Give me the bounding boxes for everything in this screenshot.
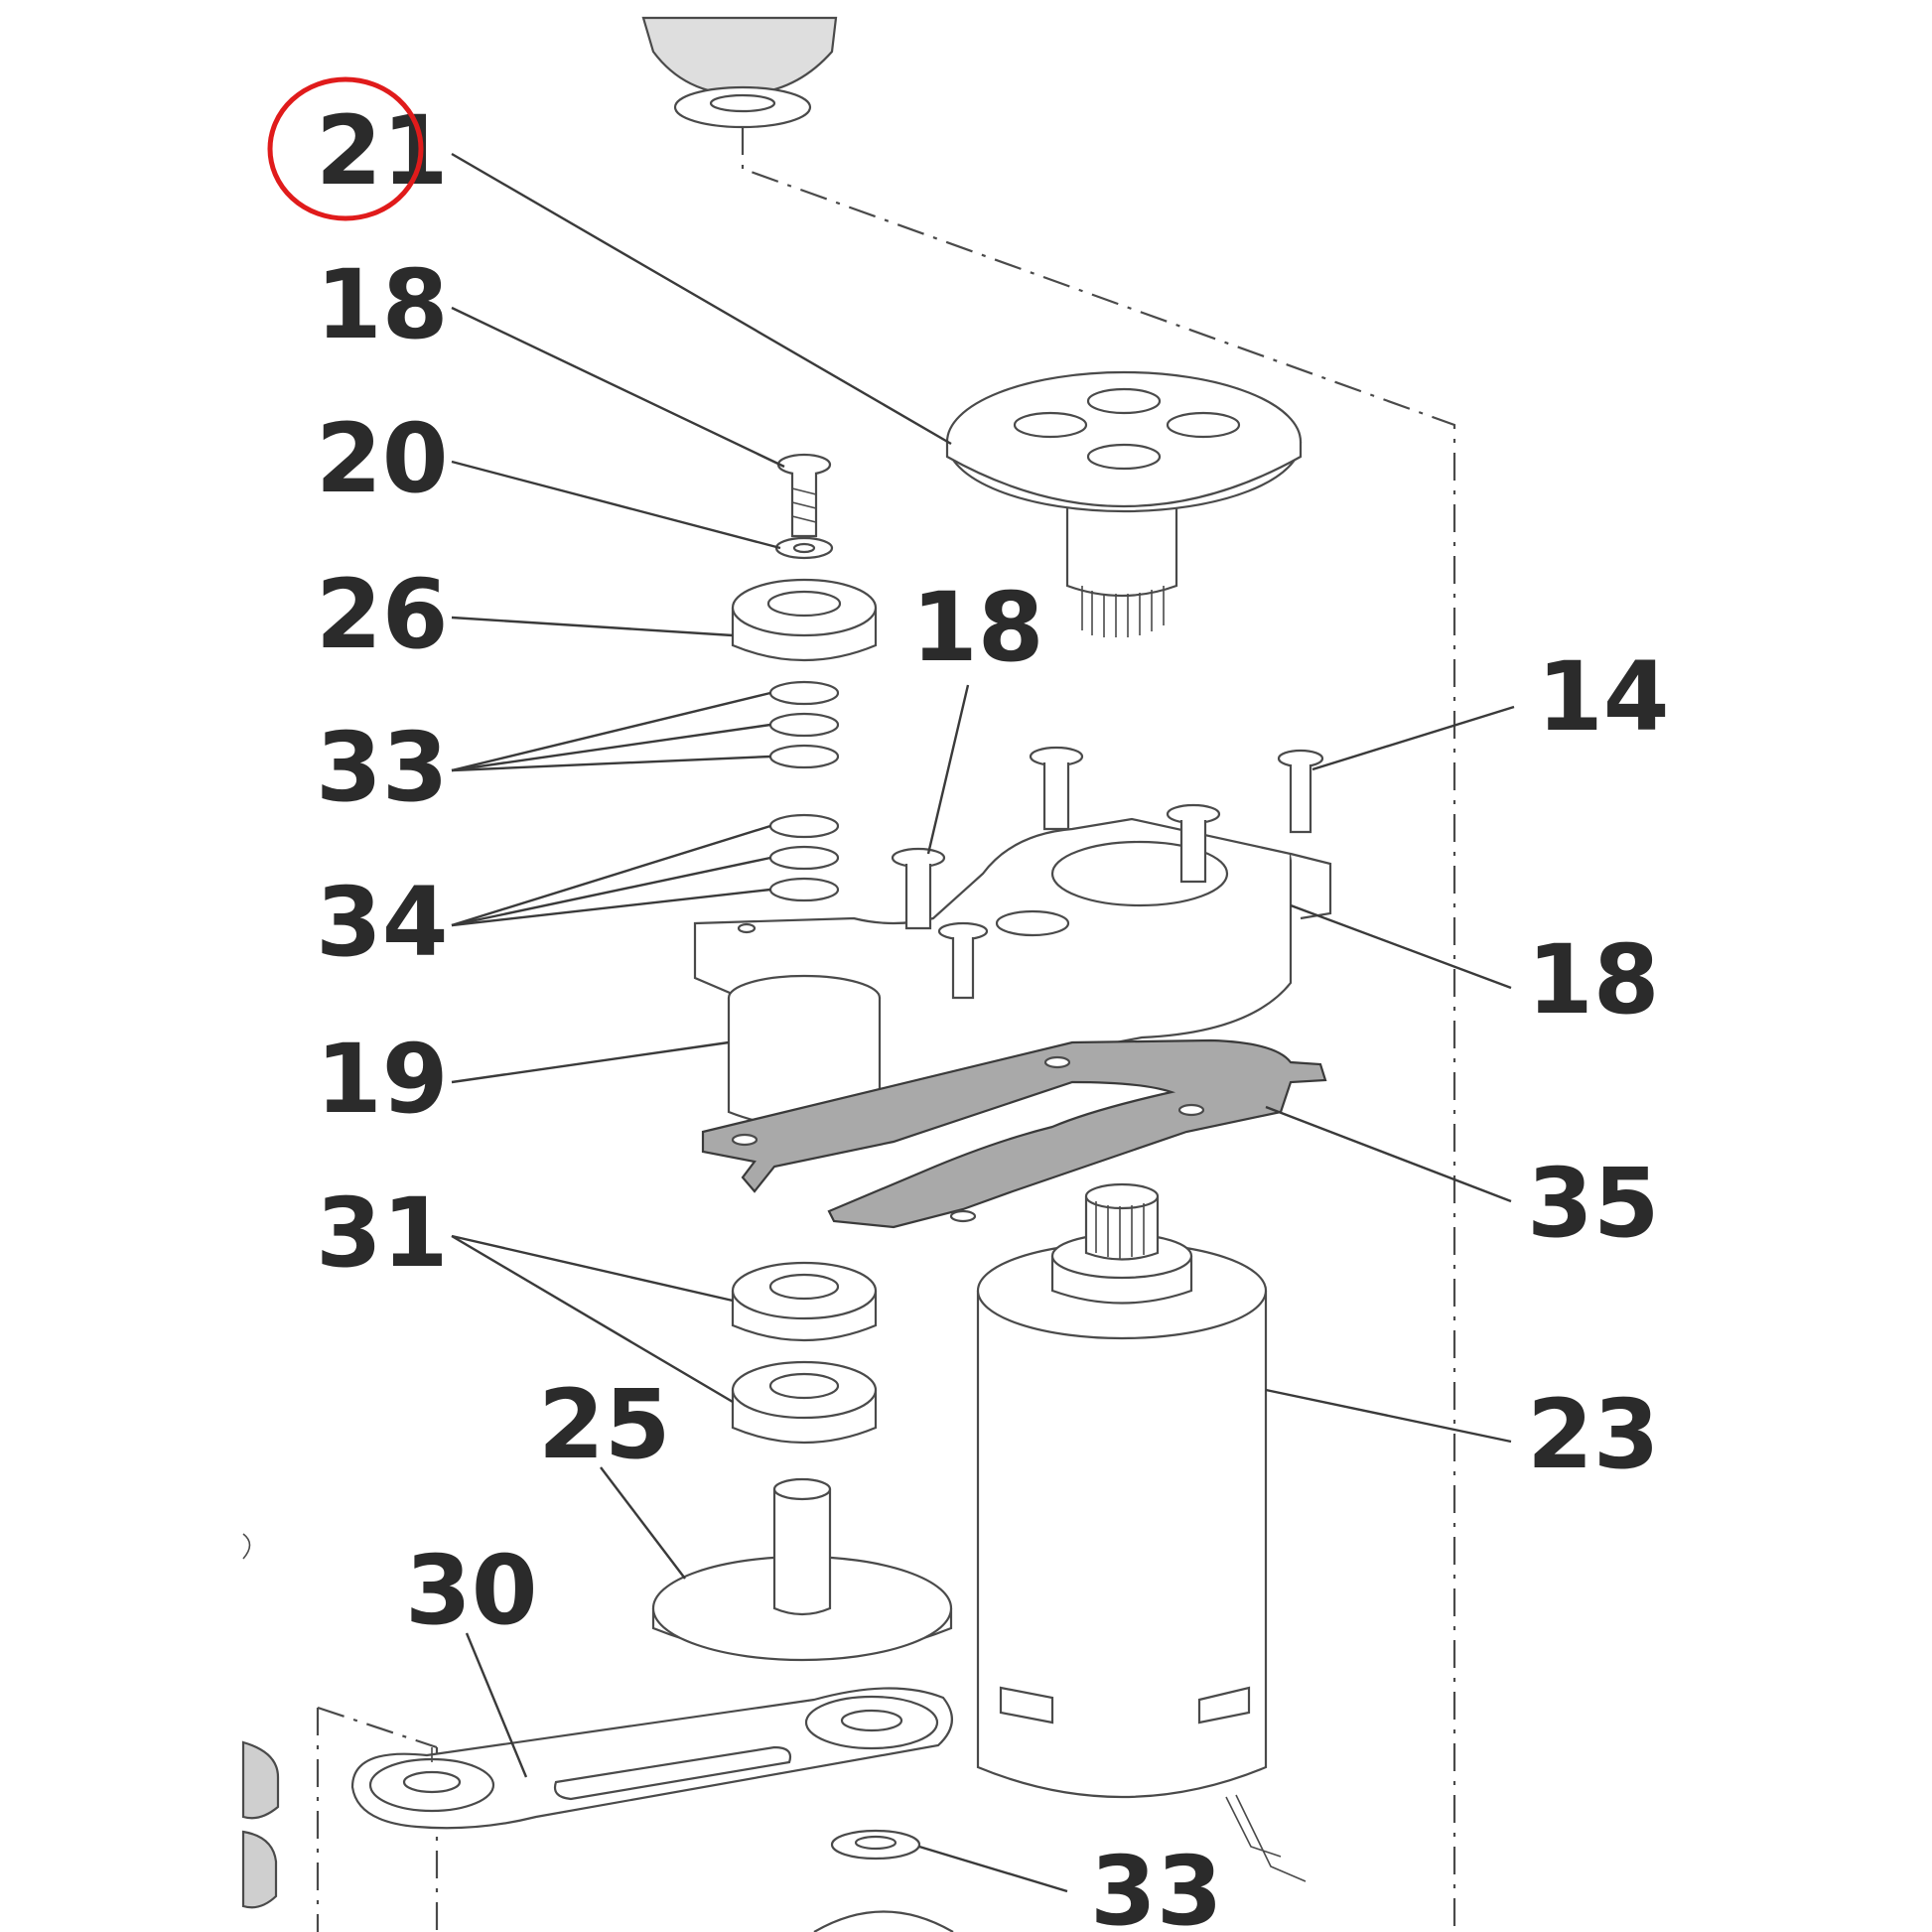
part-30-link-arm [350,1687,953,1830]
leader-lines [451,152,1515,1893]
assembly-axis-line-lower [316,1706,439,1932]
top-housing-fragment [641,16,838,129]
callout-20[interactable]: 20 [316,403,449,514]
part-21-drive-plate [945,370,1303,637]
callout-18-right[interactable]: 18 [1527,924,1660,1035]
callout-21[interactable]: 21 [316,95,449,207]
callout-14[interactable]: 14 [1537,641,1670,753]
part-19-gear-housing [693,817,1332,1129]
left-edge-fragments [241,1533,280,1909]
callout-26[interactable]: 26 [316,559,449,670]
callout-33-upper[interactable]: 33 [316,712,449,823]
callout-25[interactable]: 25 [538,1369,671,1480]
callout-23[interactable]: 23 [1527,1379,1660,1490]
part-23-motor [976,1182,1307,1882]
highlight-circle-callout-21 [267,76,424,221]
callout-19[interactable]: 19 [316,1024,449,1135]
part-25-disc-shaft [651,1477,953,1662]
part-18-screws-housing [891,746,1221,1000]
callout-18-center[interactable]: 18 [911,572,1044,683]
callout-18-upper[interactable]: 18 [316,249,449,360]
part-26-bearing [731,578,878,662]
part-35-gasket [701,1038,1327,1229]
part-33-bottom-washer [813,1829,954,1932]
callout-34[interactable]: 34 [316,867,449,978]
part-31-bearings [731,1261,878,1445]
part-34-rings [768,813,840,902]
callout-labels: 21 18 20 26 33 34 19 31 25 30 18 14 18 3… [316,95,1670,1932]
part-18-screw-upper [776,453,832,538]
callout-33-lower[interactable]: 33 [1090,1836,1223,1932]
part-14-screw [1277,749,1324,834]
callout-30[interactable]: 30 [405,1535,538,1646]
callout-31[interactable]: 31 [316,1177,449,1289]
part-33-rings [768,680,840,769]
part-20-washer [774,536,834,560]
callout-35[interactable]: 35 [1527,1148,1660,1259]
